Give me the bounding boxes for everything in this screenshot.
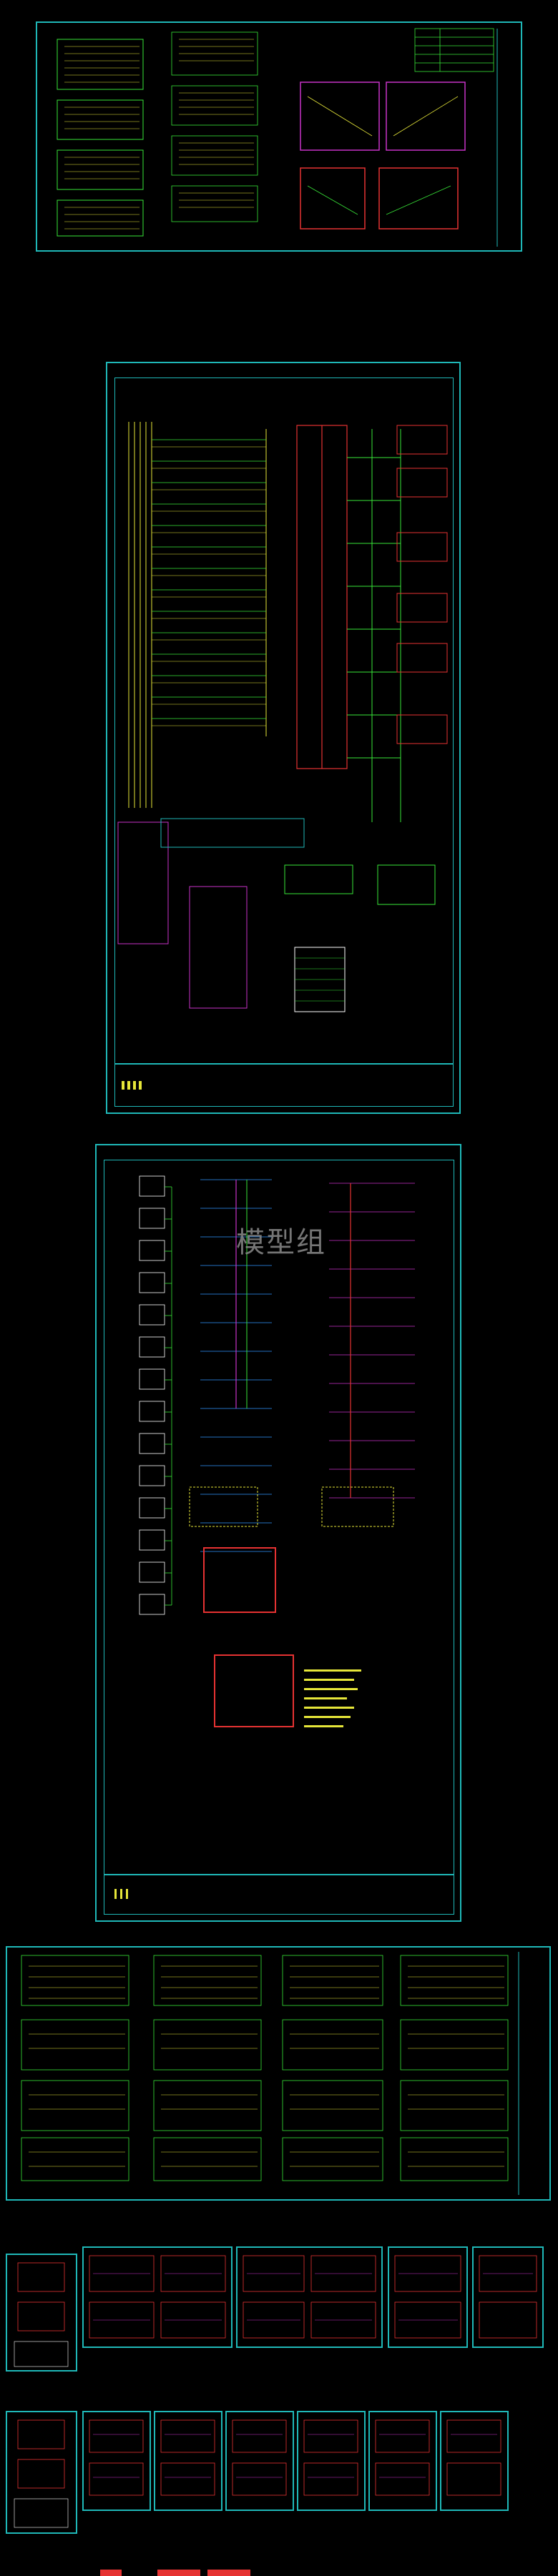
sheet-2-red-panels xyxy=(396,425,448,744)
sheet-4-drawing xyxy=(21,1952,519,2195)
sheet-5-drawing xyxy=(14,2255,537,2367)
sheet-6-mini-plans xyxy=(17,2419,501,2496)
sheet-2-title-block-marks xyxy=(122,1081,142,1090)
sheet-3-notes xyxy=(304,1669,361,1727)
sheet-5-plan-5[interactable] xyxy=(472,2246,544,2348)
sheet-5-plan-2[interactable] xyxy=(82,2246,232,2348)
sheet-6-plan-6[interactable] xyxy=(368,2411,437,2511)
sheet-4-frame[interactable] xyxy=(6,1946,551,2201)
sheet-5-mini-plans xyxy=(17,2255,537,2339)
sheet-3-frame[interactable] xyxy=(95,1144,461,1922)
sheet-2-red-riser xyxy=(296,425,348,769)
sheet-1-room-plans xyxy=(300,82,466,230)
sheet-3-title-strip xyxy=(104,1875,454,1915)
sheet-5-plan-1[interactable] xyxy=(6,2254,77,2372)
sheet-3-floor-boxes xyxy=(139,1175,165,1615)
sheet-1-schedule-lines xyxy=(64,46,140,230)
bottom-logo-marks xyxy=(100,2570,250,2576)
watermark-text: 模型组 xyxy=(236,1226,326,1259)
sheet-4-schedule-blocks xyxy=(21,1955,509,2181)
sheet-6-plan-4[interactable] xyxy=(225,2411,294,2511)
sheet-6-plan-1[interactable] xyxy=(6,2411,77,2534)
sheet-2-riser-bundle xyxy=(128,422,267,808)
sheet-1-right-table xyxy=(414,28,494,72)
sheet-6-plan-7[interactable] xyxy=(440,2411,509,2511)
sheet-5-plan-4[interactable] xyxy=(388,2246,468,2348)
sheet-2-title-strip xyxy=(114,1064,454,1107)
sheet-1-middle-schedules xyxy=(171,31,258,222)
sheet-1-left-schedules xyxy=(57,39,144,237)
sheet-3-drawing xyxy=(114,1175,415,1899)
sheet-2-green-riser xyxy=(347,429,401,822)
sheet-5-plan-3[interactable] xyxy=(236,2246,383,2348)
sheet-6-plan-2[interactable] xyxy=(82,2411,151,2511)
sheet-3-magenta-riser xyxy=(329,1183,415,1499)
sheet-2-frame[interactable] xyxy=(106,362,461,1114)
sheet-3-mid-boxes xyxy=(189,1486,394,1727)
sheet-2-inner-frame xyxy=(114,377,454,1064)
sheet-6-plan-5[interactable] xyxy=(297,2411,366,2511)
sheet-2-drawing xyxy=(117,422,448,1090)
sheet-6-plan-3[interactable] xyxy=(154,2411,222,2511)
sheet-3-title-block-marks xyxy=(114,1889,128,1899)
sheet-2-floor-feeders xyxy=(152,439,266,719)
sheet-1-drawing xyxy=(57,28,498,247)
sheet-3-inner-frame xyxy=(104,1160,454,1875)
sheet-1-frame[interactable] xyxy=(36,21,522,252)
